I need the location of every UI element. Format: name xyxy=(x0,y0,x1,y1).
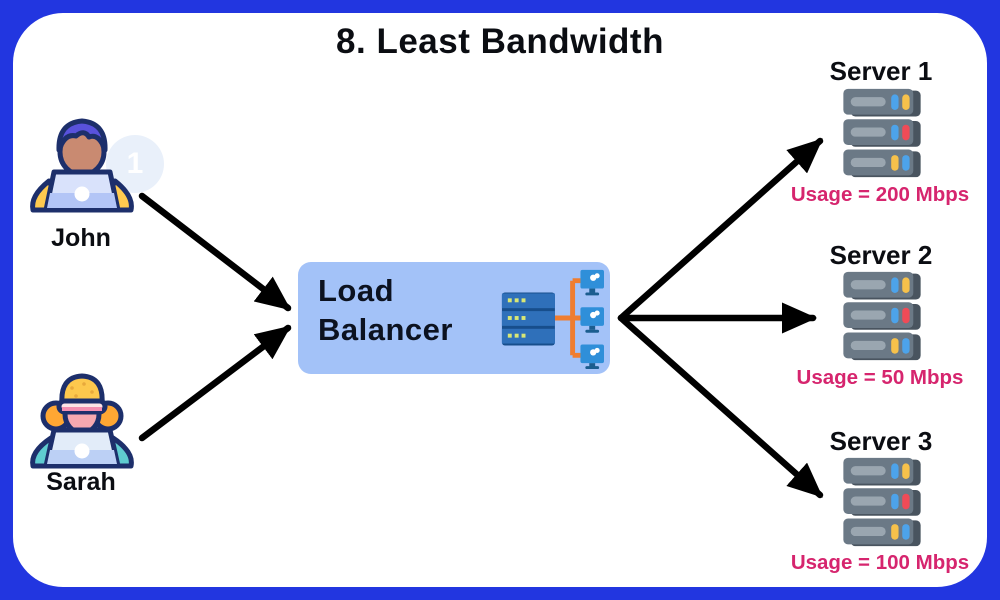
client-label-sarah: Sarah xyxy=(46,468,116,496)
server-1-usage: Usage = 200 Mbps xyxy=(790,183,970,206)
load-balancer-box: Load Balancer xyxy=(298,262,610,374)
diagram-title: 8. Least Bandwidth xyxy=(336,22,664,61)
load-balancer-label: Load Balancer xyxy=(318,273,453,347)
server-rack-icon xyxy=(843,457,921,547)
client-label-john: John xyxy=(51,224,111,252)
server-network-icon xyxy=(501,269,604,370)
server-2-title: Server 2 xyxy=(829,240,933,270)
server-2-usage: Usage = 50 Mbps xyxy=(796,366,964,389)
server-rack-icon xyxy=(843,88,921,178)
server-3-usage: Usage = 100 Mbps xyxy=(790,551,970,574)
man-with-laptop-icon xyxy=(30,118,134,213)
server-rack-icon xyxy=(843,271,921,361)
server-1-title: Server 1 xyxy=(829,56,933,86)
server-3-title: Server 3 xyxy=(829,426,933,456)
woman-with-laptop-icon xyxy=(30,373,134,469)
